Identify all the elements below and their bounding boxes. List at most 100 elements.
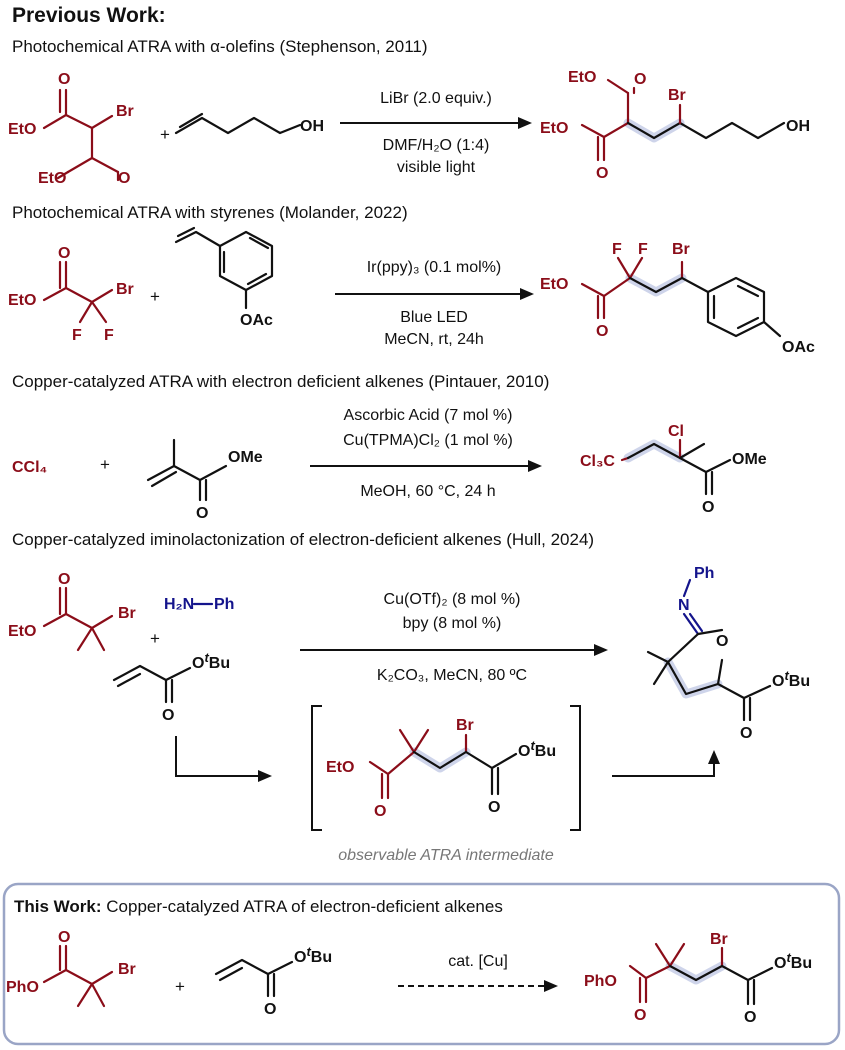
- svg-text:K₂CO₃, MeCN, 80 ºC: K₂CO₃, MeCN, 80 ºC: [377, 667, 527, 684]
- plus-sign: +: [150, 629, 160, 648]
- svg-text:OtBu: OtBu: [772, 668, 810, 690]
- row3-reactant-methyl-methacrylate: OMe O: [146, 438, 263, 522]
- svg-text:O: O: [634, 71, 646, 88]
- svg-text:EtO: EtO: [38, 170, 66, 187]
- svg-text:O: O: [716, 633, 728, 650]
- svg-text:visible light: visible light: [397, 159, 476, 176]
- svg-text:Cl: Cl: [668, 423, 684, 440]
- this-work-box: [2, 882, 841, 1046]
- svg-text:MeCN, rt, 24h: MeCN, rt, 24h: [384, 331, 484, 348]
- svg-text:F: F: [638, 241, 648, 258]
- row4-reactant-bromoisobutyrate: O EtO Br: [8, 571, 136, 652]
- svg-text:Br: Br: [672, 241, 690, 258]
- svg-text:DMF/H₂O (1:4): DMF/H₂O (1:4): [383, 137, 490, 154]
- svg-text:O: O: [634, 1007, 646, 1024]
- row1-title: Photochemical ATRA with α-olefins (Steph…: [12, 37, 428, 56]
- this-work-tbutyl-acrylate: OtBu O: [214, 944, 332, 1018]
- svg-text:EtO: EtO: [8, 121, 36, 138]
- plus-sign: +: [160, 125, 170, 144]
- svg-text:OtBu: OtBu: [294, 944, 332, 966]
- row4-title: Copper-catalyzed iminolactonization of e…: [12, 530, 594, 549]
- svg-text:OMe: OMe: [732, 451, 767, 468]
- svg-text:Br: Br: [456, 717, 474, 734]
- svg-text:O: O: [488, 799, 500, 816]
- svg-text:OH: OH: [300, 118, 324, 135]
- svg-text:LiBr (2.0 equiv.): LiBr (2.0 equiv.): [380, 90, 492, 107]
- plus-sign: +: [100, 455, 110, 474]
- this-work-reactant-phenyl-bromoester: O PhO Br: [6, 929, 136, 1008]
- svg-text:EtO: EtO: [8, 623, 36, 640]
- svg-text:EtO: EtO: [540, 120, 568, 137]
- svg-text:Blue LED: Blue LED: [400, 309, 468, 326]
- svg-text:bpy (8 mol %): bpy (8 mol %): [403, 615, 502, 632]
- svg-text:Ascorbic Acid (7 mol %): Ascorbic Acid (7 mol %): [344, 407, 513, 424]
- svg-text:Br: Br: [116, 281, 134, 298]
- svg-text:Ir(ppy)₃ (0.1 mol%): Ir(ppy)₃ (0.1 mol%): [367, 259, 502, 276]
- svg-text:Ph: Ph: [694, 565, 714, 582]
- svg-text:EtO: EtO: [540, 276, 568, 293]
- svg-text:OtBu: OtBu: [192, 650, 230, 672]
- svg-text:MeOH, 60 °C, 24 h: MeOH, 60 °C, 24 h: [360, 483, 495, 500]
- svg-text:Br: Br: [668, 87, 686, 104]
- this-work-dashed-arrow: cat. [Cu]: [398, 953, 558, 992]
- svg-text:OH: OH: [786, 118, 810, 135]
- row3-title: Copper-catalyzed ATRA with electron defi…: [12, 372, 549, 391]
- row2-reactant-bromodifluoroacetate: O EtO Br F F: [8, 245, 134, 344]
- svg-text:O: O: [744, 1009, 756, 1026]
- svg-text:Br: Br: [710, 931, 728, 948]
- svg-text:O: O: [58, 71, 70, 88]
- svg-text:cat. [Cu]: cat. [Cu]: [448, 953, 508, 970]
- svg-text:PhO: PhO: [584, 973, 617, 990]
- svg-text:Ph: Ph: [214, 596, 234, 613]
- plus-sign: +: [175, 977, 185, 996]
- row1-reactant-bromomalonate: O EtO Br EtO O: [8, 71, 134, 187]
- svg-text:F: F: [104, 327, 114, 344]
- svg-text:Cl₃C: Cl₃C: [580, 453, 615, 470]
- svg-text:OAc: OAc: [782, 339, 815, 356]
- atra-intermediate: EtO Br O OtBu O: [326, 717, 556, 820]
- svg-text:O: O: [196, 505, 208, 522]
- section-heading: Previous Work:: [12, 4, 166, 27]
- svg-text:F: F: [612, 241, 622, 258]
- svg-text:O: O: [374, 803, 386, 820]
- svg-text:OMe: OMe: [228, 449, 263, 466]
- row3-arrow: Ascorbic Acid (7 mol %) Cu(TPMA)Cl₂ (1 m…: [310, 407, 542, 500]
- row4-arrow: Cu(OTf)₂ (8 mol %) bpy (8 mol %) K₂CO₃, …: [300, 591, 608, 684]
- row1-product: EtO O Br EtO O OH: [540, 69, 810, 182]
- intermediate-arrow-in: [175, 736, 272, 782]
- intermediate-arrow-out: [612, 750, 720, 777]
- svg-text:F: F: [72, 327, 82, 344]
- this-work-title: This Work: Copper-catalyzed ATRA of elec…: [14, 897, 503, 916]
- row4-product-iminolactone: Ph N O OtBu O: [646, 565, 810, 742]
- svg-text:EtO: EtO: [326, 759, 354, 776]
- row2-title: Photochemical ATRA with styrenes (Moland…: [12, 203, 408, 222]
- svg-text:OAc: OAc: [240, 312, 273, 329]
- row2-reactant-vinylphenyl-acetate: OAc: [174, 226, 274, 329]
- svg-text:O: O: [596, 323, 608, 340]
- svg-text:O: O: [118, 170, 130, 187]
- svg-text:Cu(OTf)₂ (8 mol %): Cu(OTf)₂ (8 mol %): [384, 591, 521, 608]
- svg-text:N: N: [678, 597, 690, 614]
- svg-text:OtBu: OtBu: [518, 738, 556, 760]
- svg-text:O: O: [58, 245, 70, 262]
- svg-text:H₂N: H₂N: [164, 596, 194, 613]
- svg-text:Cu(TPMA)Cl₂ (1 mol %): Cu(TPMA)Cl₂ (1 mol %): [343, 432, 513, 449]
- svg-text:Br: Br: [118, 961, 136, 978]
- svg-text:O: O: [58, 929, 70, 946]
- plus-sign: +: [150, 287, 160, 306]
- svg-text:O: O: [58, 571, 70, 588]
- row4-tbutyl-acrylate: OtBu O: [112, 650, 230, 724]
- svg-text:PhO: PhO: [6, 979, 39, 996]
- svg-text:EtO: EtO: [568, 69, 596, 86]
- svg-text:O: O: [162, 707, 174, 724]
- svg-text:EtO: EtO: [8, 292, 36, 309]
- row2-arrow: Ir(ppy)₃ (0.1 mol%) Blue LED MeCN, rt, 2…: [335, 259, 534, 348]
- intermediate-brackets: [311, 705, 581, 831]
- ccl4-label: CCl₄: [12, 459, 47, 476]
- row1-reactant-pentenol: OH: [174, 112, 324, 135]
- svg-text:O: O: [596, 165, 608, 182]
- this-work-product: PhO Br O OtBu O: [584, 931, 812, 1026]
- svg-text:OtBu: OtBu: [774, 950, 812, 972]
- row2-product: F F Br EtO O OAc: [540, 241, 815, 356]
